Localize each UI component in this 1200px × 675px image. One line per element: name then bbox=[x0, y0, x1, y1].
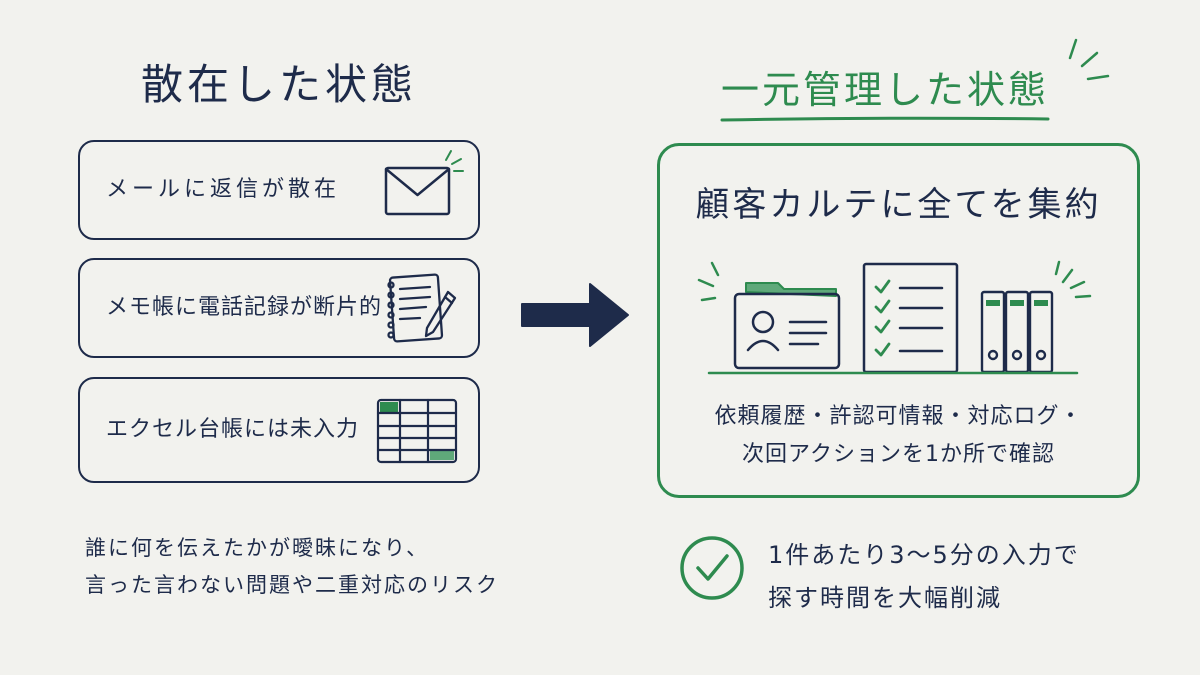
envelope-icon bbox=[384, 150, 464, 216]
issue-card-spreadsheet: エクセル台帳には未入力 bbox=[78, 377, 480, 483]
result-line-1: 1件あたり3〜5分の入力で bbox=[768, 541, 1080, 569]
spreadsheet-icon bbox=[376, 398, 458, 464]
issue-label-spreadsheet: エクセル台帳には未入力 bbox=[106, 417, 360, 442]
result-line-2: 探す時間を大幅削減 bbox=[768, 584, 1002, 612]
risk-note-line-1: 誰に何を伝えたかが曖昧になり、 bbox=[85, 536, 430, 560]
card-detail-line-2: 次回アクションを1か所で確認 bbox=[742, 442, 1055, 467]
check-circle-icon bbox=[680, 536, 744, 600]
right-title-underline bbox=[720, 116, 1050, 122]
issue-card-email: メールに返信が散在 bbox=[78, 140, 480, 240]
card-detail-line-1: 依頼履歴・許認可情報・対応ログ・ bbox=[714, 404, 1083, 429]
risk-note-line-2: 言った言わない問題や二重対応のリスク bbox=[85, 573, 499, 597]
folder-person-icon bbox=[733, 282, 841, 370]
issue-card-notepad: メモ帳に電話記録が断片的 bbox=[78, 258, 480, 358]
title-sparkle-icon bbox=[1068, 38, 1110, 81]
arrow-right-icon bbox=[521, 283, 629, 347]
issue-label-notepad: メモ帳に電話記録が断片的 bbox=[106, 295, 383, 320]
right-sparkle-icon bbox=[1054, 260, 1092, 299]
issue-label-email: メールに返信が散在 bbox=[106, 177, 341, 202]
customer-record-card bbox=[657, 143, 1140, 498]
left-sparkle-icon bbox=[697, 261, 720, 302]
left-section-title: 散在した状態 bbox=[140, 60, 417, 109]
card-title: 顧客カルテに全てを集約 bbox=[695, 185, 1102, 225]
notepad-pen-icon bbox=[387, 273, 457, 343]
right-section-title: 一元管理した状態 bbox=[720, 68, 1049, 112]
